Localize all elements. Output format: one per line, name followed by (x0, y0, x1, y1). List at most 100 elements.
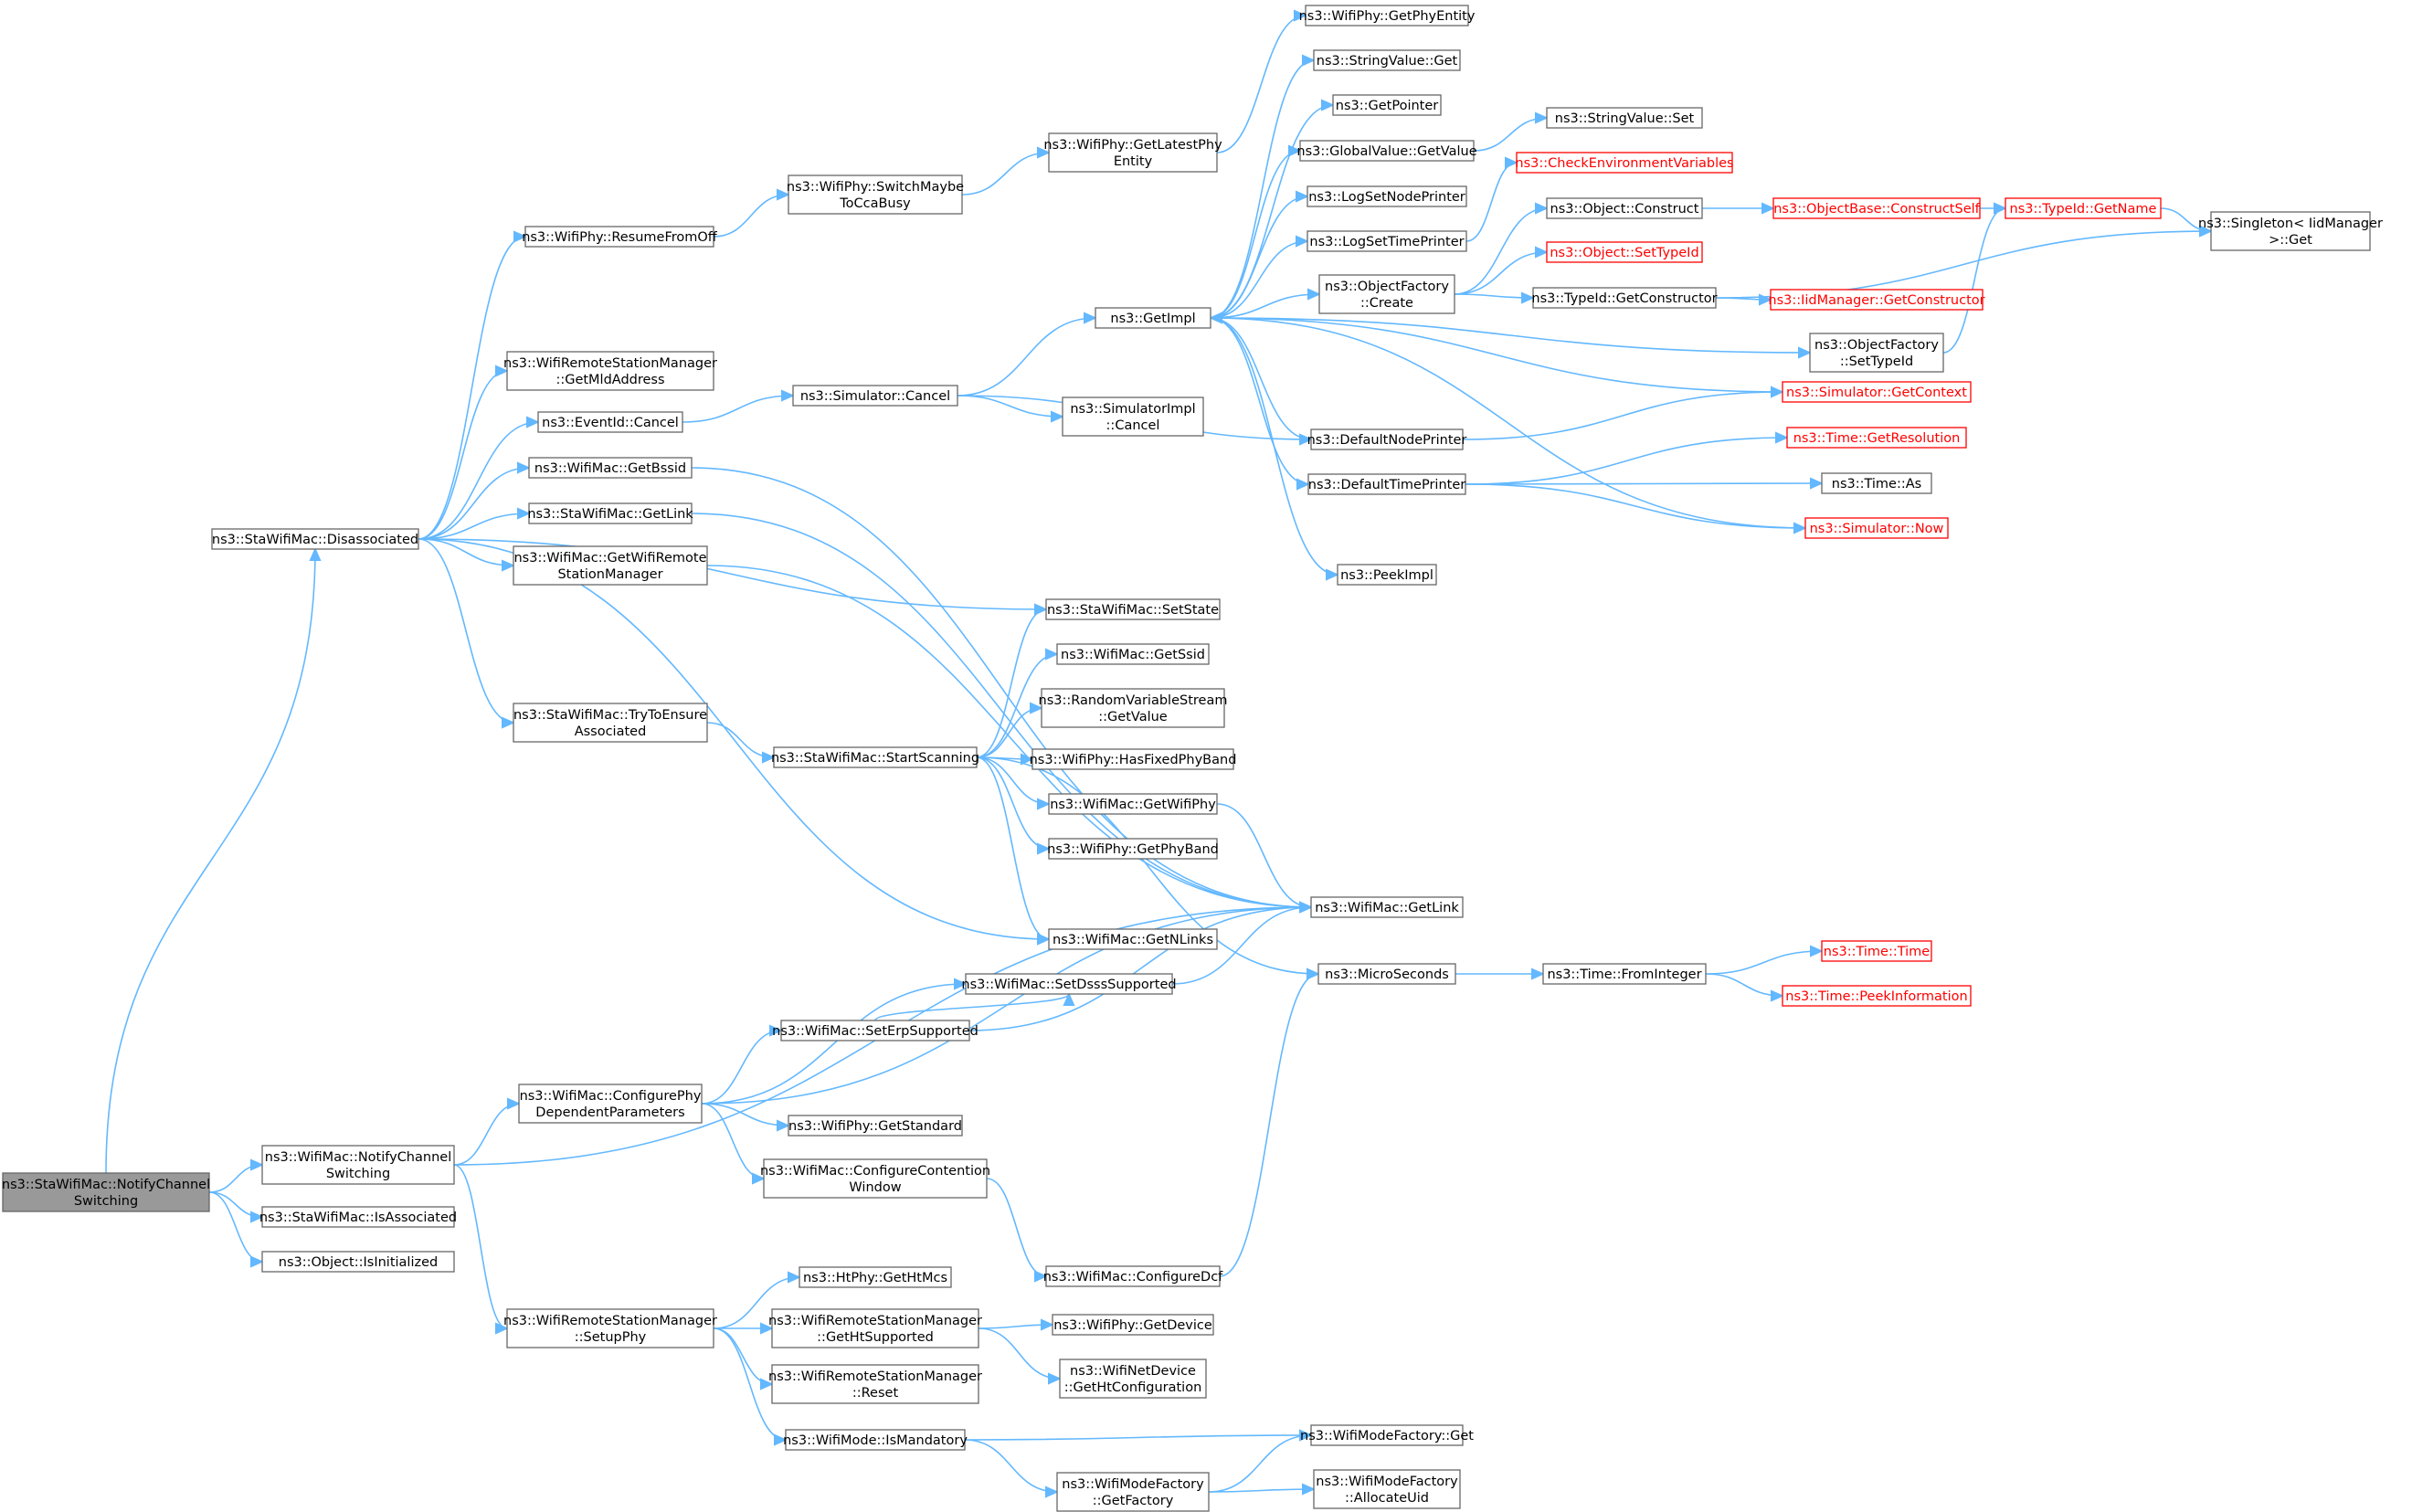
node-log-set-time-printer[interactable]: ns3::LogSetTimePrinter (1306, 230, 1467, 252)
node-object-factory-set-type-id[interactable]: ns3::ObjectFactory::SetTypeId (1809, 333, 1944, 373)
node-wifimac-get-wifi-phy[interactable]: ns3::WifiMac::GetWifiPhy (1048, 793, 1218, 815)
node-get-impl[interactable]: ns3::GetImpl (1095, 307, 1211, 329)
node-get-factory[interactable]: ns3::WifiModeFactory::GetFactory (1056, 1472, 1210, 1512)
node-peek-impl[interactable]: ns3::PeekImpl (1337, 564, 1437, 586)
node-label: ns3::Object::SetTypeId (1550, 246, 1698, 260)
node-wifimode-is-mandatory[interactable]: ns3::WifiMode::IsMandatory (783, 1429, 968, 1451)
node-set-erp-supported[interactable]: ns3::WifiMac::SetErpSupported (772, 1020, 979, 1041)
node-random-variable-stream-get-value[interactable]: ns3::RandomVariableStream::GetValue (1039, 688, 1228, 728)
node-time-get-resolution[interactable]: ns3::Time::GetResolution (1786, 427, 1967, 449)
node-configure-dcf[interactable]: ns3::WifiMac::ConfigureDcf (1043, 1265, 1223, 1287)
node-box (1782, 985, 1972, 1007)
node-box (1307, 473, 1466, 495)
node-singleton-get[interactable]: ns3::Singleton< IidManager >::Get (2198, 211, 2383, 251)
node-time-time[interactable]: ns3::Time::Time (1821, 940, 1932, 962)
node-get-wifi-remote-station-manager[interactable]: ns3::WifiMac::GetWifiRemoteStationManage… (513, 545, 708, 586)
node-get-mld-address[interactable]: ns3::WifiRemoteStationManager::GetMldAdd… (503, 351, 717, 391)
node-sta-set-state[interactable]: ns3::StaWifiMac::SetState (1045, 598, 1221, 620)
node-object-is-initialized[interactable]: ns3::Object::IsInitialized (261, 1251, 455, 1273)
edge-simulator-get-context-to-get-impl (1211, 318, 1783, 393)
node-resume-from-off[interactable]: ns3::WifiPhy::ResumeFromOff (522, 226, 718, 248)
node-typeid-get-constructor[interactable]: ns3::TypeId::GetConstructor (1531, 287, 1718, 309)
edge-notify-channel-switching-to-object-is-initialized (208, 1191, 262, 1262)
node-setup-phy[interactable]: ns3::WifiRemoteStationManager::SetupPhy (503, 1308, 717, 1348)
node-get-standard[interactable]: ns3::WifiPhy::GetStandard (788, 1115, 963, 1137)
node-station-manager-reset[interactable]: ns3::WifiRemoteStationManager::Reset (768, 1364, 982, 1404)
node-time-from-integer[interactable]: ns3::Time::FromInteger (1542, 963, 1707, 985)
node-check-environment-variables[interactable]: ns3::CheckEnvironmentVariables (1515, 152, 1734, 174)
node-box (1821, 940, 1932, 962)
edge-wifimode-is-mandatory-to-get-factory (964, 1439, 1057, 1492)
node-log-set-node-printer[interactable]: ns3::LogSetNodePrinter (1306, 185, 1467, 207)
node-wifimac-get-bssid[interactable]: ns3::WifiMac::GetBssid (528, 457, 693, 479)
node-label: ns3::StaWifiMac::Disassociated (212, 533, 418, 547)
node-set-dsss-supported[interactable]: ns3::WifiMac::SetDsssSupported (961, 973, 1177, 995)
node-label: ns3::StringValue::Set (1555, 111, 1695, 126)
edge-get-impl-to-default-node-printer (1210, 317, 1311, 439)
edge-setup-phy-to-station-manager-reset (713, 1327, 772, 1384)
node-object-construct[interactable]: ns3::Object::Construct (1546, 197, 1703, 219)
node-simulator-impl-cancel[interactable]: ns3::SimulatorImpl::Cancel (1062, 397, 1204, 437)
node-default-time-printer[interactable]: ns3::DefaultTimePrinter (1307, 473, 1466, 495)
node-get-ht-configuration[interactable]: ns3::WifiNetDevice::GetHtConfiguration (1059, 1359, 1207, 1399)
node-box (1045, 1265, 1221, 1287)
node-box (518, 1084, 703, 1124)
node-micro-seconds[interactable]: ns3::MicroSeconds (1317, 963, 1456, 985)
node-box (506, 351, 714, 391)
node-string-value-get[interactable]: ns3::StringValue::Get (1313, 49, 1461, 71)
node-sta-get-link[interactable]: ns3::StaWifiMac::GetLink (527, 502, 693, 524)
node-wifimac-get-link[interactable]: ns3::WifiMac::GetLink (1310, 896, 1464, 918)
node-wifimac-get-nlinks[interactable]: ns3::WifiMac::GetNLinks (1048, 928, 1218, 950)
node-start-scanning[interactable]: ns3::StaWifiMac::StartScanning (771, 746, 979, 768)
node-typeid-get-name[interactable]: ns3::TypeId::GetName (2005, 197, 2162, 219)
node-wifi-mode-factory-get[interactable]: ns3::WifiModeFactory::Get (1300, 1424, 1474, 1446)
node-object-factory-create[interactable]: ns3::ObjectFactory::Create (1318, 274, 1455, 314)
node-box (771, 1308, 979, 1348)
node-simulator-get-context[interactable]: ns3::Simulator::GetContext (1782, 381, 1972, 403)
edge-default-time-printer-to-time-get-resolution (1465, 438, 1787, 485)
node-eventid-cancel[interactable]: ns3::EventId::Cancel (537, 411, 683, 433)
node-get-ht-supported[interactable]: ns3::WifiRemoteStationManager::GetHtSupp… (768, 1308, 982, 1348)
node-label: ::GetMldAddress (555, 373, 664, 387)
node-global-value-get-value[interactable]: ns3::GlobalValue::GetValue (1296, 140, 1477, 162)
node-label: ns3::WifiPhy::SwitchMaybe (787, 180, 964, 195)
node-label: ns3::WifiRemoteStationManager (503, 1314, 717, 1328)
node-label: ns3::StaWifiMac::GetLink (527, 507, 693, 522)
node-wifimac-get-ssid[interactable]: ns3::WifiMac::GetSsid (1056, 643, 1210, 665)
node-simulator-cancel[interactable]: ns3::Simulator::Cancel (792, 385, 958, 407)
node-has-fixed-phy-band[interactable]: ns3::WifiPhy::HasFixedPhyBand (1030, 748, 1237, 770)
edge-wifimode-is-mandatory-to-wifi-mode-factory-get (964, 1435, 1311, 1440)
node-sta-is-associated[interactable]: ns3::StaWifiMac::IsAssociated (259, 1206, 457, 1228)
node-configure-phy-dependent-parameters[interactable]: ns3::WifiMac::ConfigurePhyDependentParam… (518, 1084, 703, 1124)
node-get-phy-entity[interactable]: ns3::WifiPhy::GetPhyEntity (1299, 5, 1476, 26)
node-time-peek-information[interactable]: ns3::Time::PeekInformation (1782, 985, 1972, 1007)
node-default-node-printer[interactable]: ns3::DefaultNodePrinter (1307, 428, 1467, 450)
node-htphy-get-ht-mcs[interactable]: ns3::HtPhy::GetHtMcs (799, 1266, 952, 1288)
node-wifiphy-get-device[interactable]: ns3::WifiPhy::GetDevice (1052, 1314, 1214, 1336)
node-label: ns3::WifiPhy::GetLatestPhy (1043, 138, 1222, 153)
node-simulator-now[interactable]: ns3::Simulator::Now (1804, 517, 1949, 539)
node-label: Switching (326, 1167, 390, 1181)
node-label: ns3::PeekImpl (1340, 568, 1433, 583)
node-string-value-set[interactable]: ns3::StringValue::Set (1546, 107, 1703, 129)
node-box (1786, 427, 1967, 449)
node-wifiphy-get-phy-band[interactable]: ns3::WifiPhy::GetPhyBand (1047, 838, 1219, 860)
node-get-pointer[interactable]: ns3::GetPointer (1332, 94, 1442, 116)
node-iid-manager-get-constructor[interactable]: ns3::IidManager::GetConstructor (1768, 289, 1985, 311)
node-time-as[interactable]: ns3::Time::As (1821, 472, 1932, 494)
node-allocate-uid[interactable]: ns3::WifiModeFactory::AllocateUid (1313, 1469, 1461, 1509)
node-disassociated[interactable]: ns3::StaWifiMac::Disassociated (211, 528, 419, 550)
node-label: ns3::Singleton< IidManager (2198, 217, 2383, 231)
node-label: ::Create (1360, 296, 1413, 311)
node-label: ns3::WifiMac::GetBssid (534, 461, 686, 476)
node-object-set-type-id[interactable]: ns3::Object::SetTypeId (1546, 241, 1703, 263)
node-object-base-construct-self[interactable]: ns3::ObjectBase::ConstructSelf (1772, 197, 1981, 219)
edge-default-time-printer-to-time-as (1465, 483, 1822, 484)
node-label: ns3::ObjectFactory (1814, 338, 1939, 353)
